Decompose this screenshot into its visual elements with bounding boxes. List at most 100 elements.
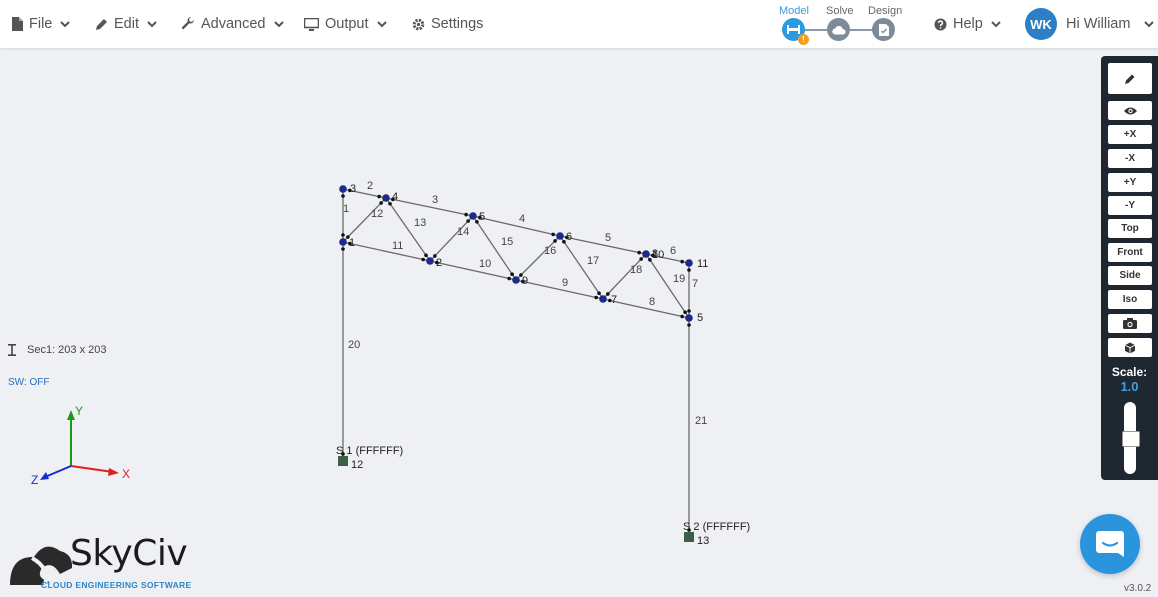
view-side-button[interactable]: Side — [1108, 266, 1152, 285]
member-line[interactable] — [602, 298, 690, 319]
advanced-menu[interactable]: Advanced — [181, 0, 284, 48]
member-line[interactable] — [645, 253, 690, 319]
top-menu-bar: File Edit Advanced Output Settings Model… — [0, 0, 1158, 49]
view-front-button[interactable]: Front — [1108, 243, 1152, 262]
chat-support-button[interactable] — [1080, 514, 1140, 574]
member-line[interactable] — [385, 197, 474, 217]
self-weight-status[interactable]: SW: OFF — [8, 377, 50, 388]
member-end-marker — [597, 291, 601, 296]
member-label: 10 — [479, 258, 491, 270]
chevron-down-icon — [1144, 20, 1155, 27]
member-label: 19 — [673, 273, 685, 285]
member-line[interactable] — [429, 215, 474, 262]
member-end-marker — [346, 235, 350, 239]
member-label: 3 — [432, 194, 438, 206]
view-iso-button[interactable]: Iso — [1108, 290, 1152, 309]
chevron-down-icon — [60, 20, 71, 27]
member-line[interactable] — [515, 235, 561, 281]
member-end-marker — [478, 215, 482, 220]
member-line[interactable] — [472, 215, 561, 237]
member-label: 2 — [367, 180, 373, 192]
member-end-marker — [687, 323, 691, 327]
chat-icon — [1096, 531, 1124, 557]
step-design-button[interactable] — [872, 18, 895, 41]
settings-menu[interactable]: Settings — [412, 0, 483, 48]
edit-pencil-button[interactable] — [1108, 63, 1152, 94]
member-label: 4 — [519, 213, 525, 225]
node-label: 6 — [566, 231, 572, 243]
node-label: 5 — [479, 211, 485, 223]
member-end-marker — [680, 259, 684, 264]
render-3d-button[interactable] — [1108, 338, 1152, 357]
visibility-button[interactable] — [1108, 101, 1152, 120]
edit-menu[interactable]: Edit — [95, 0, 157, 48]
member-label: 18 — [630, 264, 642, 276]
node-marker[interactable] — [512, 276, 520, 284]
view-minus-y-button[interactable]: -Y — [1108, 196, 1152, 215]
member-label: 9 — [562, 277, 568, 289]
step-model-label: Model — [779, 5, 809, 17]
view-plus-y-button[interactable]: +Y — [1108, 173, 1152, 192]
z-axis-arrow — [40, 472, 49, 480]
axis-triad: Y X Z — [31, 404, 130, 487]
member-label: 11 — [392, 240, 403, 252]
member-line[interactable] — [429, 260, 517, 281]
fixed-support-marker[interactable] — [338, 456, 348, 466]
member-line[interactable] — [559, 235, 647, 255]
member-end-marker — [433, 254, 437, 258]
member-label: 8 — [649, 296, 655, 308]
chevron-down-icon — [376, 20, 387, 27]
member-end-marker — [594, 295, 598, 300]
member-end-marker — [608, 298, 612, 303]
member-label: 13 — [414, 217, 426, 229]
member-end-marker — [683, 310, 687, 314]
node-label: 5 — [697, 312, 703, 324]
step-solve-button[interactable] — [827, 18, 850, 41]
member-line[interactable] — [385, 197, 431, 262]
member-line[interactable] — [559, 235, 604, 300]
member-label: 20 — [348, 339, 360, 351]
node-label: 2 — [436, 257, 442, 269]
node-marker[interactable] — [685, 314, 693, 322]
member-line[interactable] — [602, 253, 647, 300]
cube-icon — [1124, 342, 1136, 353]
node-marker[interactable] — [685, 259, 693, 267]
screenshot-button[interactable] — [1108, 314, 1152, 333]
user-avatar[interactable]: WK — [1025, 8, 1057, 40]
member-end-marker — [637, 250, 641, 255]
node-marker[interactable] — [469, 212, 477, 220]
section-info[interactable]: Sec1: 203 x 203 — [8, 344, 107, 356]
node-marker[interactable] — [426, 257, 434, 265]
member-label: 15 — [501, 236, 513, 248]
member-end-marker — [687, 268, 691, 272]
step-design-label: Design — [868, 5, 903, 17]
file-icon — [12, 17, 23, 31]
user-menu[interactable]: Hi William — [1066, 0, 1155, 48]
node-marker[interactable] — [339, 238, 347, 246]
x-axis-arrow — [108, 468, 119, 476]
brand-tagline: CLOUD ENGINEERING SOFTWARE — [41, 580, 192, 590]
member-line[interactable] — [342, 197, 387, 243]
fixed-support-marker[interactable] — [684, 532, 694, 542]
view-top-button[interactable]: Top — [1108, 219, 1152, 238]
node-marker[interactable] — [642, 250, 650, 258]
output-menu[interactable]: Output — [304, 0, 387, 48]
gear-icon — [412, 18, 425, 30]
member-end-marker — [379, 201, 383, 205]
view-plus-x-button[interactable]: +X — [1108, 125, 1152, 144]
help-menu[interactable]: Help — [934, 0, 1001, 48]
file-menu[interactable]: File — [12, 0, 71, 48]
view-minus-x-button[interactable]: -X — [1108, 149, 1152, 168]
node-marker[interactable] — [382, 194, 390, 202]
node-label: 8 — [652, 248, 658, 260]
member-line[interactable] — [342, 241, 431, 262]
node-marker[interactable] — [599, 295, 607, 303]
member-line[interactable] — [515, 279, 604, 300]
scale-slider-handle[interactable] — [1122, 431, 1140, 447]
member-end-marker — [348, 241, 352, 246]
node-marker[interactable] — [339, 185, 347, 193]
member-line[interactable] — [472, 215, 517, 281]
node-marker[interactable] — [556, 232, 564, 240]
